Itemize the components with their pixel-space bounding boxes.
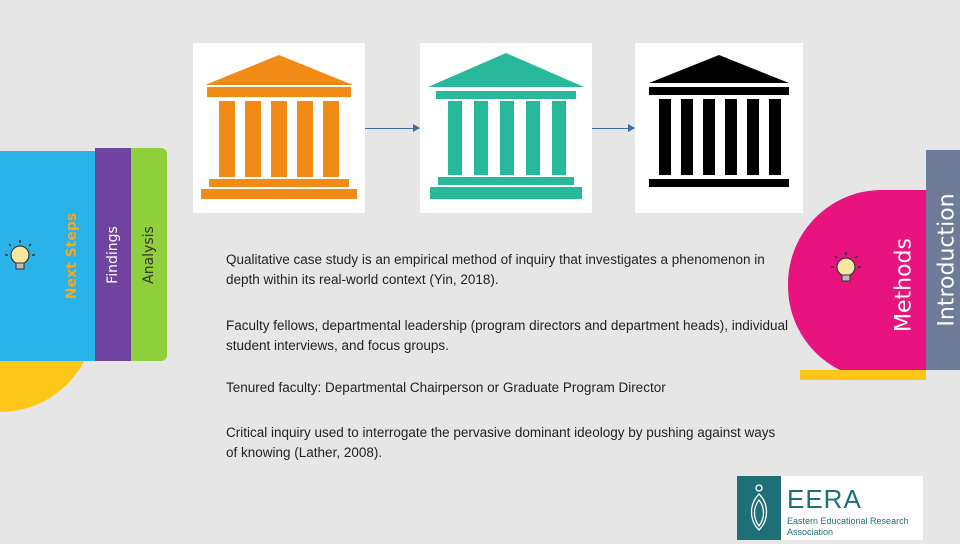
tab-methods[interactable]: Methods bbox=[882, 190, 926, 380]
building-image-black bbox=[635, 43, 803, 213]
tab-methods-label: Methods bbox=[891, 238, 917, 332]
building-icon bbox=[428, 53, 584, 199]
tab-analysis[interactable]: Analysis bbox=[131, 148, 167, 361]
paragraph-critical-inquiry: Critical inquiry used to interrogate the… bbox=[226, 425, 776, 460]
tab-findings[interactable]: Findings bbox=[95, 148, 131, 361]
paragraph-tenured-faculty: Tenured faculty: Departmental Chairperso… bbox=[226, 380, 666, 395]
tab-introduction[interactable]: Introduction bbox=[926, 150, 960, 370]
lightbulb-icon bbox=[0, 238, 40, 282]
tab-analysis-label: Analysis bbox=[141, 225, 157, 284]
building-image-teal bbox=[420, 43, 592, 213]
eera-logo-subtitle: Eastern Educational Research Association bbox=[787, 516, 909, 537]
paragraph-case-study: Qualitative case study is an empirical m… bbox=[226, 252, 765, 287]
flow-arrow bbox=[365, 124, 420, 132]
paragraph-participants: Faculty fellows, departmental leadership… bbox=[226, 318, 789, 353]
flow-arrow bbox=[592, 124, 635, 132]
building-icon bbox=[649, 55, 789, 187]
tab-next-steps-label: Next Steps bbox=[64, 212, 80, 300]
tab-findings-label: Findings bbox=[105, 225, 121, 284]
right-decor-strip bbox=[800, 370, 926, 380]
eera-logo-title: EERA bbox=[787, 484, 862, 514]
building-image-orange bbox=[193, 43, 365, 213]
lightbulb-icon bbox=[826, 250, 866, 294]
eera-logo: EERA Eastern Educational Research Associ… bbox=[737, 476, 923, 540]
eera-logo-mark-icon bbox=[737, 476, 781, 540]
tab-introduction-label: Introduction bbox=[934, 193, 960, 327]
building-icon bbox=[201, 55, 357, 199]
